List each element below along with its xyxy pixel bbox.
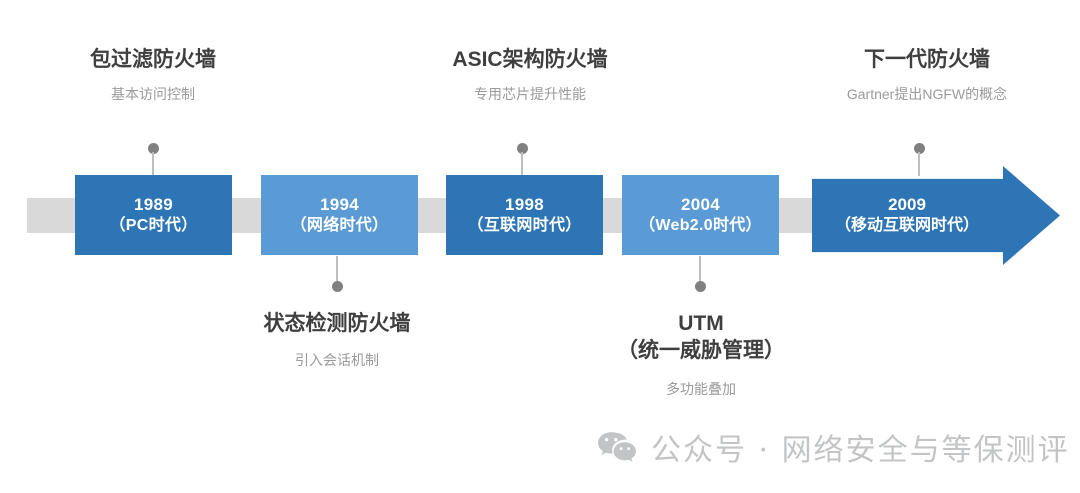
callout-2004: UTM （统一威胁管理） 多功能叠加 [576,310,826,399]
milestone-era: （网络时代） [290,216,389,234]
milestone-era: （PC时代） [109,216,198,234]
milestone-box-1994[interactable]: 1994 （网络时代） [261,175,418,255]
milestone-year: 2004 [680,194,721,214]
milestone-box-1989[interactable]: 1989 （PC时代） [75,175,232,255]
milestone-box-2009-arrow[interactable]: 2009 （移动互联网时代） [812,166,1060,265]
callout-title: 下一代防火墙 [864,48,990,71]
milestone-era: （Web2.0时代） [639,216,762,234]
callout-2009: 下一代防火墙 Gartner提出NGFW的概念 [797,46,1057,104]
milestone-year: 1998 [504,194,545,214]
connector-line-1998 [521,152,523,176]
connector-dot-2009 [914,143,925,154]
milestone-era: （互联网时代） [467,216,582,234]
connector-line-1989 [152,152,154,176]
milestone-year: 1989 [133,194,174,214]
milestone-box-2004[interactable]: 2004 （Web2.0时代） [622,175,779,255]
callout-subtitle: 多功能叠加 [666,380,736,397]
callout-1994: 状态检测防火墙 引入会话机制 [212,310,462,370]
callout-title: UTM [678,312,724,335]
callout-title: 状态检测防火墙 [263,312,411,335]
milestone-era: （移动互联网时代） [834,217,979,235]
callout-1989: 包过滤防火墙 基本访问控制 [28,46,278,104]
callout-subtitle: 基本访问控制 [111,86,195,103]
callout-subtitle: 引入会话机制 [295,352,379,369]
connector-dot-1998 [517,143,528,154]
connector-dot-1994 [332,281,343,292]
callout-title: 包过滤防火墙 [90,48,216,71]
connector-dot-1989 [148,143,159,154]
watermark: 公众号 · 网络安全与等保测评 [597,425,1070,469]
connector-dot-2004 [695,281,706,292]
callout-subtitle: Gartner提出NGFW的概念 [846,86,1008,103]
wechat-icon [597,431,637,463]
callout-subtitle: 专用芯片提升性能 [474,86,586,103]
callout-1998: ASIC架构防火墙 专用芯片提升性能 [405,46,655,104]
callout-title-line2: （统一威胁管理） [617,339,785,363]
connector-line-1994 [336,256,338,282]
callout-title: ASIC架构防火墙 [452,48,608,71]
connector-line-2009 [918,152,920,176]
connector-line-2004 [699,256,701,282]
watermark-text: 公众号 · 网络安全与等保测评 [651,433,1070,468]
milestone-year: 2009 [888,195,926,215]
milestone-year: 1994 [319,194,360,214]
milestone-box-1998[interactable]: 1998 （互联网时代） [446,175,603,255]
